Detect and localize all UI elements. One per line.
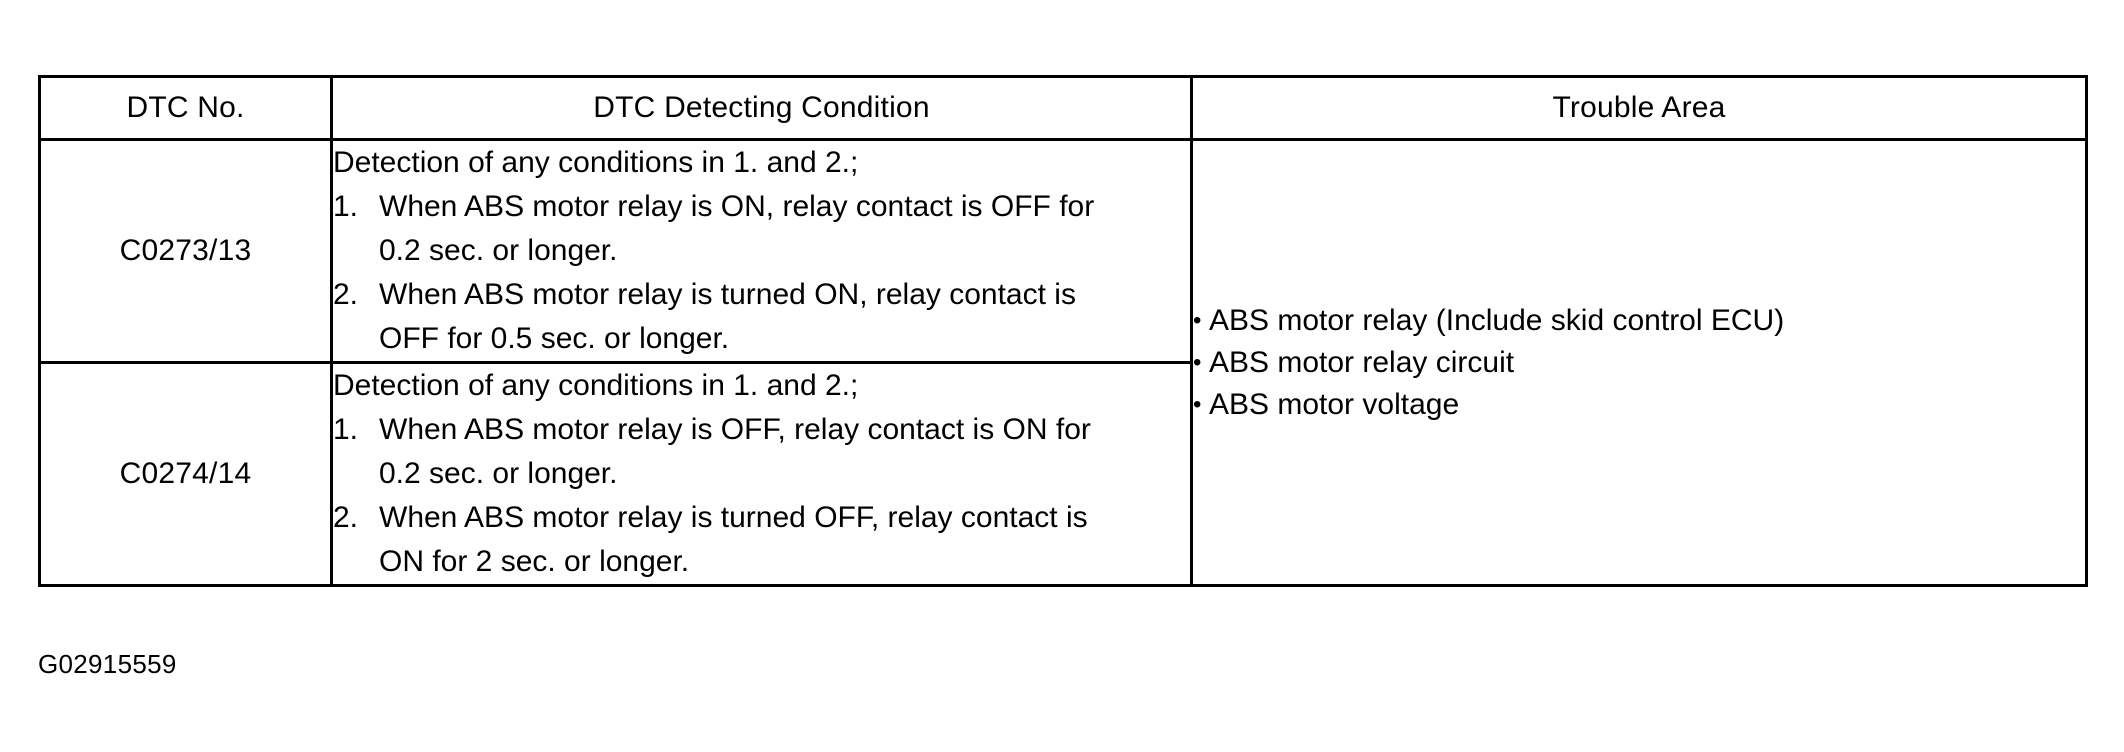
condition-item: 2. When ABS motor relay is turned OFF, r… [333,496,1190,584]
trouble-area-item-label: ABS motor relay (Include skid control EC… [1209,303,1785,337]
condition-item-number: 1. [333,413,359,446]
condition-item-text: When ABS motor relay is turned OFF, rela… [379,496,1190,584]
condition-list: 1. When ABS motor relay is ON, relay con… [333,185,1190,361]
table-header-row: DTC No. DTC Detecting Condition Trouble … [38,75,2088,141]
cell-dtc-no: C0274/14 [38,361,333,587]
figure-caption: G02915559 [38,649,177,679]
dtc-diagnostic-table: DTC No. DTC Detecting Condition Trouble … [38,75,2088,587]
trouble-area-list: • ABS motor relay (Include skid control … [1193,300,2085,426]
bullet-icon: • [1193,348,1202,376]
condition-intro: Detection of any conditions in 1. and 2.… [333,369,859,402]
condition-item-text: When ABS motor relay is OFF, relay conta… [379,408,1190,496]
condition-item: 1. When ABS motor relay is ON, relay con… [333,185,1190,273]
trouble-area-item: • ABS motor relay (Include skid control … [1193,300,2085,342]
condition-item-line: When ABS motor relay is turned OFF, rela… [379,501,1088,534]
column-header-dtc-no: DTC No. [38,75,333,141]
condition-item-number: 2. [333,278,359,311]
condition-item-line: When ABS motor relay is OFF, relay conta… [379,413,1091,446]
condition-item: 2. When ABS motor relay is turned ON, re… [333,273,1190,361]
condition-item-line: 0.2 sec. or longer. [379,457,618,490]
bullet-icon: • [1193,306,1202,334]
table-header: DTC No. DTC Detecting Condition Trouble … [38,75,2088,141]
trouble-area-item: • ABS motor relay circuit [1193,342,2085,384]
column-header-dtc-detecting-condition: DTC Detecting Condition [330,75,1193,141]
condition-item-number: 2. [333,501,359,534]
condition-item: 1. When ABS motor relay is OFF, relay co… [333,408,1190,496]
cell-trouble-area: • ABS motor relay (Include skid control … [1190,138,2088,587]
cell-dtc-detecting-condition: Detection of any conditions in 1. and 2.… [330,138,1193,364]
condition-item-number: 1. [333,190,359,223]
trouble-area-item: • ABS motor voltage [1193,384,2085,426]
table-row: C0274/14 Detection of any conditions in … [38,361,2087,587]
condition-item-text: When ABS motor relay is ON, relay contac… [379,185,1190,273]
trouble-area-item-label: ABS motor voltage [1209,387,1460,421]
condition-item-text: When ABS motor relay is turned ON, relay… [379,273,1190,361]
bullet-icon: • [1193,390,1202,418]
condition-intro: Detection of any conditions in 1. and 2.… [333,146,859,179]
table-row: C0273/13 Detection of any conditions in … [38,138,2088,587]
cell-dtc-detecting-condition: Detection of any conditions in 1. and 2.… [330,361,1193,587]
condition-item-line: When ABS motor relay is ON, relay contac… [379,190,1095,223]
condition-list: 1. When ABS motor relay is OFF, relay co… [333,408,1190,584]
condition-item-line: OFF for 0.5 sec. or longer. [379,322,730,355]
cell-dtc-no: C0273/13 [38,138,333,364]
table-body: C0273/13 Detection of any conditions in … [38,138,2088,587]
condition-item-line: 0.2 sec. or longer. [379,234,618,267]
trouble-area-item-label: ABS motor relay circuit [1209,345,1515,379]
condition-item-line: When ABS motor relay is turned ON, relay… [379,278,1076,311]
column-header-trouble-area: Trouble Area [1190,75,2088,141]
condition-item-line: ON for 2 sec. or longer. [379,545,690,578]
